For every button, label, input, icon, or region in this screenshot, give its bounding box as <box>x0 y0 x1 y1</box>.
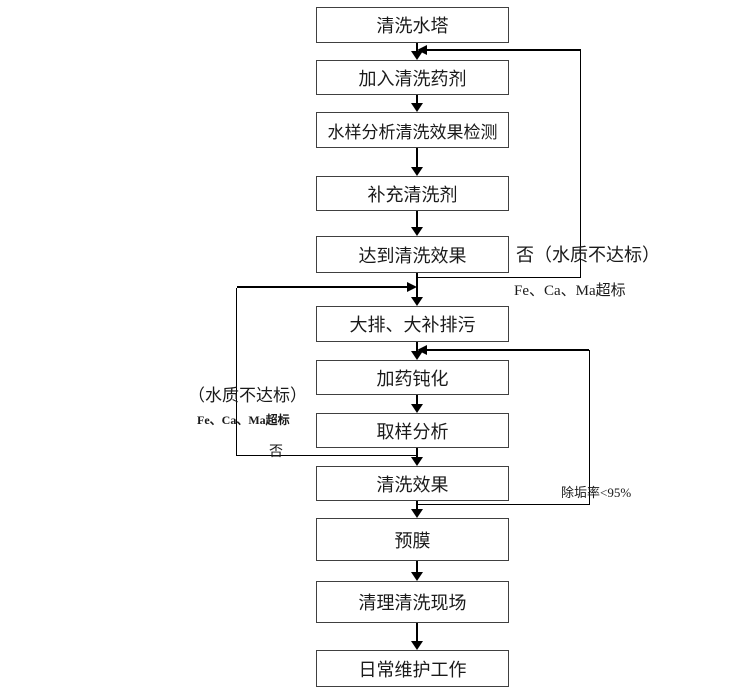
node-label: 取样分析 <box>376 421 449 442</box>
loop-right-inner-vertical <box>589 350 590 505</box>
connector-line-9-10 <box>416 501 418 511</box>
node-label: 日常维护工作 <box>358 659 467 680</box>
arrowhead-down-icon <box>411 103 423 112</box>
node-label: 达到清洗效果 <box>358 245 467 266</box>
connector-line-7-8 <box>416 395 418 406</box>
node-label: 加入清洗药剂 <box>358 68 467 89</box>
node-prefilming: 预膜 <box>316 518 509 561</box>
label-left-fail: （水质不达标） <box>188 386 307 405</box>
label-left-exceed: Fe、Ca、Ma超标 <box>197 413 290 427</box>
label-right-no: 否（水质不达标） <box>516 245 660 265</box>
arrowhead-down-icon <box>411 167 423 176</box>
node-achieve-cleaning-effect: 达到清洗效果 <box>316 236 509 273</box>
node-label: 清理清洗现场 <box>358 593 467 613</box>
node-cleanup-site: 清理清洗现场 <box>316 581 509 623</box>
connector-line-10-11 <box>416 561 418 574</box>
node-label: 补充清洗剂 <box>367 184 458 205</box>
arrowhead-down-icon <box>411 297 423 306</box>
loop-right-inner-return <box>427 349 589 351</box>
label-descale-rate: 除垢率<95% <box>561 485 632 500</box>
loop-right-outer-branch <box>417 277 581 278</box>
node-water-sample-analysis: 水样分析清洗效果检测 <box>316 112 509 148</box>
label-left-no: 否 <box>269 445 283 460</box>
arrowhead-down-icon <box>411 509 423 518</box>
arrowhead-down-icon <box>411 457 423 466</box>
connector-line-2-3 <box>416 95 418 105</box>
arrowhead-down-icon <box>411 404 423 413</box>
loop-left-vertical <box>236 288 237 456</box>
arrowhead-down-icon <box>411 351 423 360</box>
arrowhead-down-icon <box>411 227 423 236</box>
node-label: 水样分析清洗效果检测 <box>327 122 498 142</box>
node-clean-water-tower: 清洗水塔 <box>316 7 509 43</box>
loop-right-outer-return <box>427 49 581 51</box>
arrowhead-right-icon <box>407 282 417 292</box>
node-daily-maintenance: 日常维护工作 <box>316 650 509 687</box>
loop-right-inner-branch <box>417 504 590 505</box>
node-label: 加药钝化 <box>376 368 449 389</box>
arrowhead-down-icon <box>411 51 423 60</box>
arrowhead-left-icon <box>417 345 427 355</box>
loop-right-outer-vertical <box>580 50 581 278</box>
node-label: 大排、大补排污 <box>349 315 476 335</box>
arrowhead-down-icon <box>411 641 423 650</box>
node-cleaning-effect: 清洗效果 <box>316 466 509 501</box>
node-dosing-passivation: 加药钝化 <box>316 360 509 395</box>
node-drain-replenish-blowdown: 大排、大补排污 <box>316 306 509 342</box>
node-label: 预膜 <box>394 530 431 551</box>
node-sampling-analysis: 取样分析 <box>316 413 509 448</box>
connector-line-11-12 <box>416 623 418 643</box>
arrowhead-down-icon <box>411 572 423 581</box>
node-label: 清洗水塔 <box>376 16 449 36</box>
loop-left-branch <box>237 455 417 456</box>
node-label: 清洗效果 <box>376 474 449 495</box>
node-add-cleaning-agent: 加入清洗药剂 <box>316 60 509 95</box>
connector-line-4-5 <box>416 211 418 229</box>
connector-line-5-6 <box>416 273 418 299</box>
label-right-exceed: Fe、Ca、Ma超标 <box>514 283 626 299</box>
connector-line-3-4 <box>416 148 418 169</box>
node-replenish-cleaning-agent: 补充清洗剂 <box>316 176 509 211</box>
loop-left-return <box>237 286 408 288</box>
arrowhead-left-icon <box>417 45 427 55</box>
connector-line-8-9 <box>416 448 418 459</box>
